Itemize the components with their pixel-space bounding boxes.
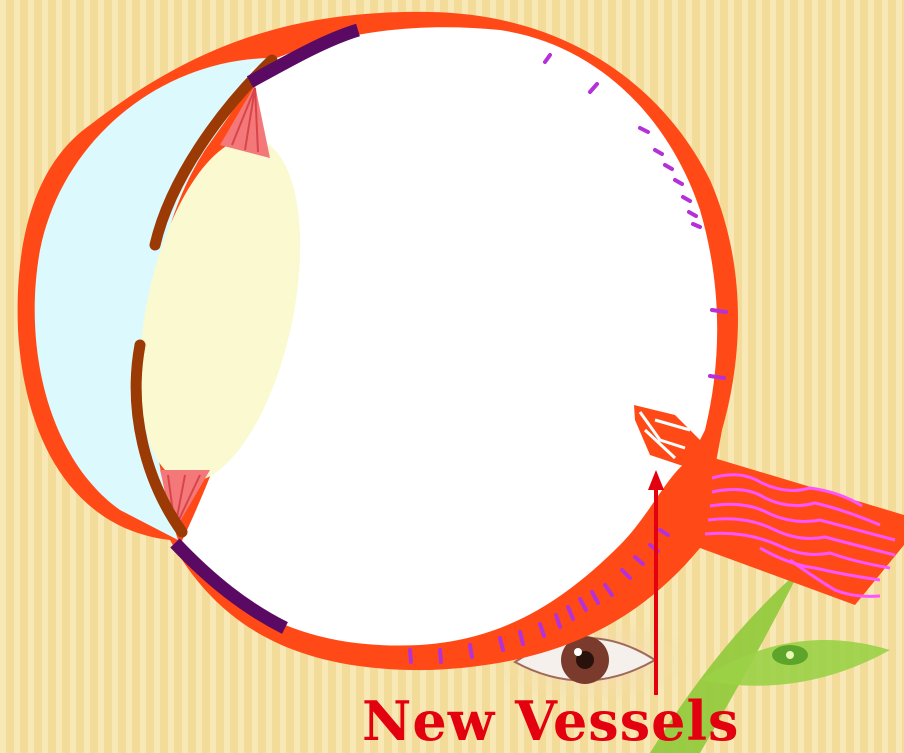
new-vessels-label: New Vessels (362, 690, 739, 752)
